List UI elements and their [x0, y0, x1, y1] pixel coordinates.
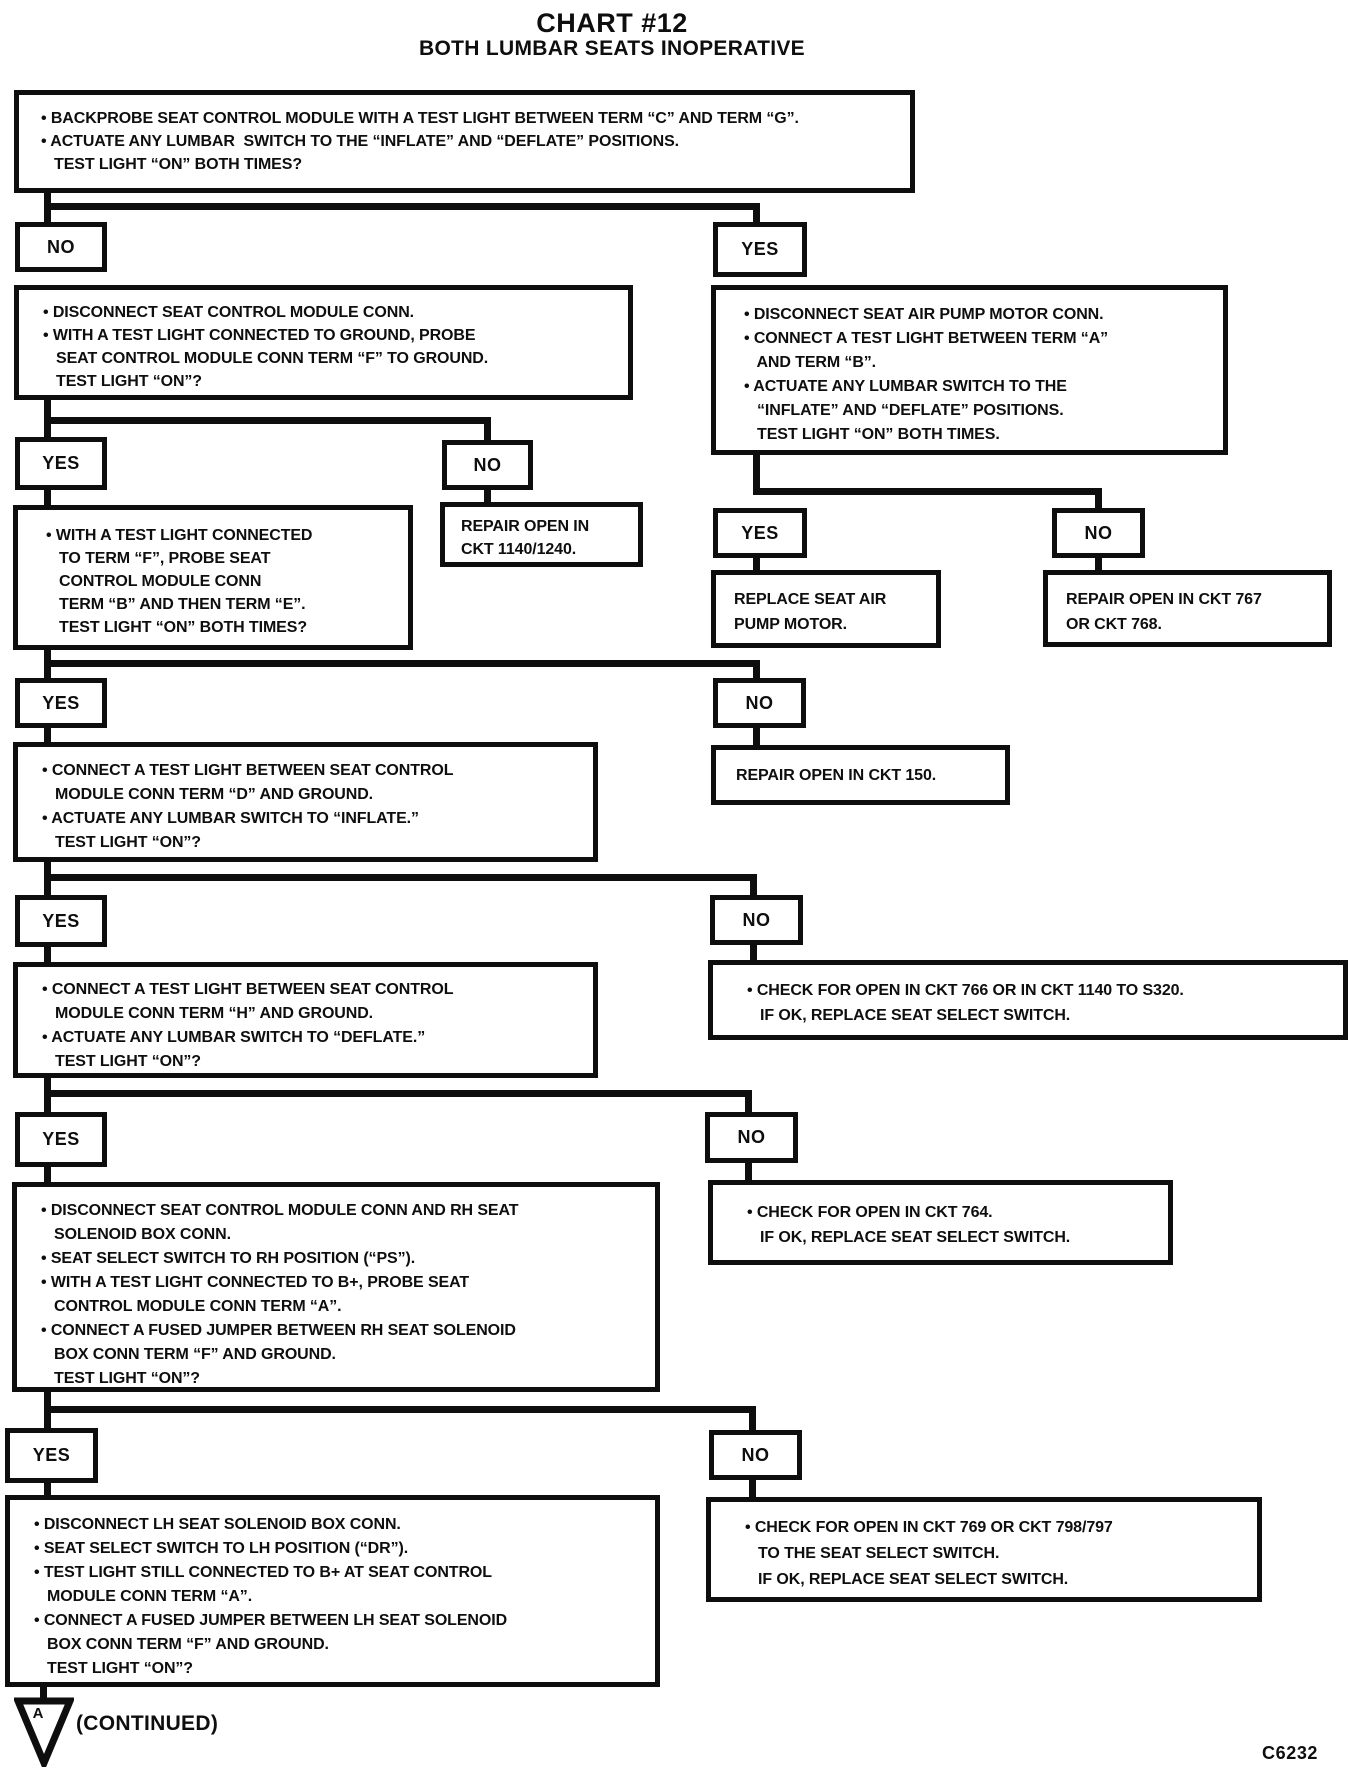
step-term-d-test: • CONNECT A TEST LIGHT BETWEEN SEAT CONT…	[13, 742, 598, 862]
step-text: • CONNECT A TEST LIGHT BETWEEN SEAT CONT…	[42, 981, 454, 1070]
decision-3-no: NO	[713, 678, 806, 728]
step-text: • DISCONNECT SEAT AIR PUMP MOTOR CONN. •…	[744, 306, 1109, 443]
decision-label: NO	[1084, 522, 1113, 543]
connector-line	[40, 1684, 47, 1702]
connector-line	[749, 1477, 756, 1500]
decision-label: YES	[42, 910, 80, 931]
action-text: • CHECK FOR OPEN IN CKT 766 OR IN CKT 11…	[747, 982, 1184, 1024]
connector-line	[44, 1480, 51, 1498]
connector-line	[44, 1090, 752, 1097]
decision-label: NO	[737, 1127, 766, 1147]
connector-line	[44, 874, 757, 881]
connector-line	[484, 417, 491, 442]
connector-line	[44, 725, 51, 744]
decision-4-no: NO	[710, 895, 803, 945]
action-repair-150: REPAIR OPEN IN CKT 150.	[711, 745, 1010, 805]
decision-label: YES	[32, 1445, 71, 1465]
connector-line	[44, 203, 760, 210]
decision-1-no: NO	[15, 222, 107, 272]
connector-line	[753, 660, 760, 681]
connector-line	[753, 452, 760, 493]
decision-label: NO	[741, 1444, 770, 1465]
connector-letter: A	[32, 1705, 44, 1722]
decision-label: NO	[47, 236, 75, 257]
connector-line	[1095, 488, 1102, 510]
step-text: • DISCONNECT SEAT CONTROL MODULE CONN. •…	[43, 304, 489, 390]
step-air-pump-test: • DISCONNECT SEAT AIR PUMP MOTOR CONN. •…	[711, 285, 1228, 455]
action-text: • CHECK FOR OPEN IN CKT 769 OR CKT 798/7…	[745, 1519, 1113, 1588]
action-replace-air-pump: REPLACE SEAT AIR PUMP MOTOR.	[711, 570, 941, 648]
step-rh-solenoid-test: • DISCONNECT SEAT CONTROL MODULE CONN AN…	[12, 1182, 660, 1392]
figure-code: C6232	[1262, 1743, 1319, 1763]
action-repair-1140-1240: REPAIR OPEN IN CKT 1140/1240.	[440, 502, 643, 567]
connector-line	[745, 1090, 752, 1115]
decision-6-no: NO	[709, 1430, 802, 1480]
decision-label: NO	[742, 909, 771, 930]
action-text: REPAIR OPEN IN CKT 1140/1240.	[461, 518, 590, 558]
step-text: • CONNECT A TEST LIGHT BETWEEN SEAT CONT…	[42, 762, 454, 851]
connector-line	[750, 942, 757, 962]
decision-pump-no: NO	[1052, 508, 1145, 558]
action-text: REPAIR OPEN IN CKT 767 OR CKT 768.	[1066, 591, 1262, 633]
action-text: REPLACE SEAT AIR PUMP MOTOR.	[734, 591, 887, 633]
page-title: CHART #12	[536, 8, 688, 38]
action-check-766: • CHECK FOR OPEN IN CKT 766 OR IN CKT 11…	[708, 960, 1348, 1040]
connector-line	[44, 417, 491, 424]
decision-label: YES	[741, 239, 779, 259]
step-text: • DISCONNECT LH SEAT SOLENOID BOX CONN. …	[34, 1516, 508, 1677]
step-text: • BACKPROBE SEAT CONTROL MODULE WITH A T…	[41, 110, 799, 173]
step-text: • DISCONNECT SEAT CONTROL MODULE CONN AN…	[41, 1202, 519, 1387]
step-backprobe-module: • BACKPROBE SEAT CONTROL MODULE WITH A T…	[14, 90, 915, 193]
decision-label: NO	[473, 454, 502, 475]
connector-line	[753, 488, 1102, 495]
step-term-h-test: • CONNECT A TEST LIGHT BETWEEN SEAT CONT…	[13, 962, 598, 1078]
connector-line	[753, 555, 760, 572]
connector-line	[44, 660, 760, 667]
step-probe-b-e: • WITH A TEST LIGHT CONNECTED TO TERM “F…	[13, 505, 413, 650]
action-check-764: • CHECK FOR OPEN IN CKT 764. IF OK, REPL…	[708, 1180, 1173, 1265]
decision-1-yes: YES	[713, 222, 807, 277]
connector-line	[1095, 555, 1102, 572]
decision-2-no: NO	[442, 440, 533, 490]
action-check-769: • CHECK FOR OPEN IN CKT 769 OR CKT 798/7…	[706, 1497, 1262, 1602]
decision-label: NO	[745, 692, 774, 713]
connector-line	[749, 1406, 756, 1433]
decision-3-yes: YES	[15, 678, 107, 728]
action-text: • CHECK FOR OPEN IN CKT 764. IF OK, REPL…	[747, 1204, 1071, 1246]
continued-label: (CONTINUED)	[76, 1712, 219, 1735]
continuation-connector-triangle	[14, 1697, 74, 1767]
decision-2-yes: YES	[15, 437, 107, 490]
connector-line	[44, 486, 51, 507]
connector-line	[44, 1164, 51, 1184]
decision-5-yes: YES	[15, 1112, 107, 1167]
decision-6-yes: YES	[5, 1428, 98, 1483]
connector-line	[44, 1406, 756, 1413]
action-text: REPAIR OPEN IN CKT 150.	[736, 767, 937, 784]
connector-line	[484, 487, 491, 504]
step-text: • WITH A TEST LIGHT CONNECTED TO TERM “F…	[46, 527, 313, 636]
page-subtitle: BOTH LUMBAR SEATS INOPERATIVE	[419, 37, 805, 60]
step-disconnect-module: • DISCONNECT SEAT CONTROL MODULE CONN. •…	[14, 285, 633, 400]
decision-label: YES	[42, 453, 80, 473]
decision-label: YES	[741, 522, 779, 543]
connector-line	[750, 874, 757, 898]
decision-label: YES	[42, 1129, 80, 1149]
action-repair-767-768: REPAIR OPEN IN CKT 767 OR CKT 768.	[1043, 570, 1332, 647]
connector-line	[753, 725, 760, 747]
decision-4-yes: YES	[15, 895, 107, 947]
connector-line	[745, 1160, 752, 1182]
connector-line	[44, 944, 51, 964]
decision-pump-yes: YES	[713, 508, 807, 558]
decision-label: YES	[42, 692, 80, 713]
decision-5-no: NO	[705, 1112, 798, 1163]
step-lh-solenoid-test: • DISCONNECT LH SEAT SOLENOID BOX CONN. …	[5, 1495, 660, 1687]
connector-line	[753, 203, 760, 224]
